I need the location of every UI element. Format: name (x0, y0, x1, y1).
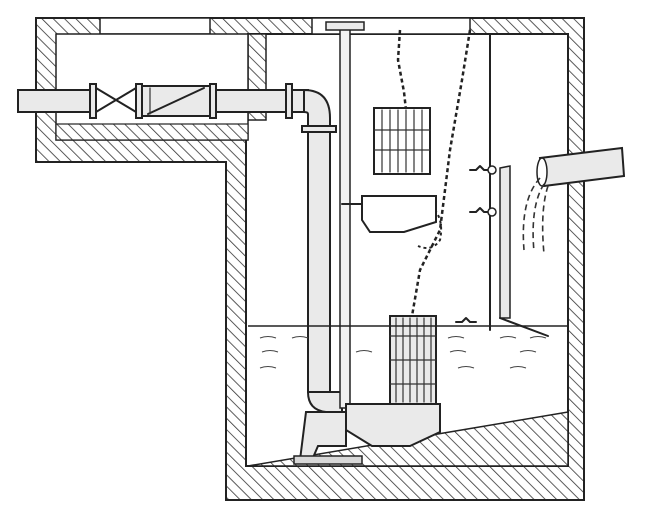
discharge-pipe (17, 83, 343, 413)
lifting-chain-upper (396, 29, 408, 111)
guide-rail-left (339, 27, 351, 409)
pipe-flange-2 (285, 83, 293, 119)
water-ripple-2 (261, 350, 537, 353)
float-switch-3 (455, 317, 477, 323)
float-switch-1 (469, 165, 491, 171)
rail-top-bracket (325, 21, 365, 31)
check-valve-disc (147, 87, 205, 115)
duckfoot-base-plate (293, 455, 363, 465)
baffle-plate-foot (499, 317, 549, 337)
float-switch-mount-1 (487, 165, 497, 175)
riser-bottom-bend (306, 391, 343, 413)
water-level (248, 325, 568, 369)
discharge-pipe-riser (307, 131, 331, 393)
pump-lifted-motor (373, 107, 431, 175)
inlet-pipe (522, 146, 626, 255)
inlet-flow-2 (532, 183, 545, 253)
float-switch-2 (469, 207, 491, 213)
discharge-pipe-elbow (303, 88, 331, 129)
chamber-floor (55, 123, 249, 141)
baffle-plate-body (499, 165, 511, 319)
pump-lifted-volute (361, 195, 437, 233)
gate-valve (89, 83, 143, 119)
inlet-pipe-body (538, 146, 626, 188)
discharge-pipe-horizontal (211, 89, 309, 113)
float-switch-mount-2 (487, 207, 497, 217)
water-ripple-3 (259, 366, 527, 369)
inlet-flow-1 (522, 177, 541, 251)
access-opening-left (99, 17, 211, 35)
pump-installed (293, 315, 441, 465)
check-valve (141, 85, 211, 117)
float-switches (455, 165, 497, 323)
discharge-pipe-outlet (17, 89, 93, 113)
inlet-pipe-mouth (536, 157, 548, 187)
baffle-plate (499, 165, 549, 337)
inlet-flow-3 (541, 185, 549, 255)
lifting-chain-long (410, 29, 472, 317)
water-ripple-1 (259, 336, 547, 339)
pump-lifted (341, 107, 437, 233)
